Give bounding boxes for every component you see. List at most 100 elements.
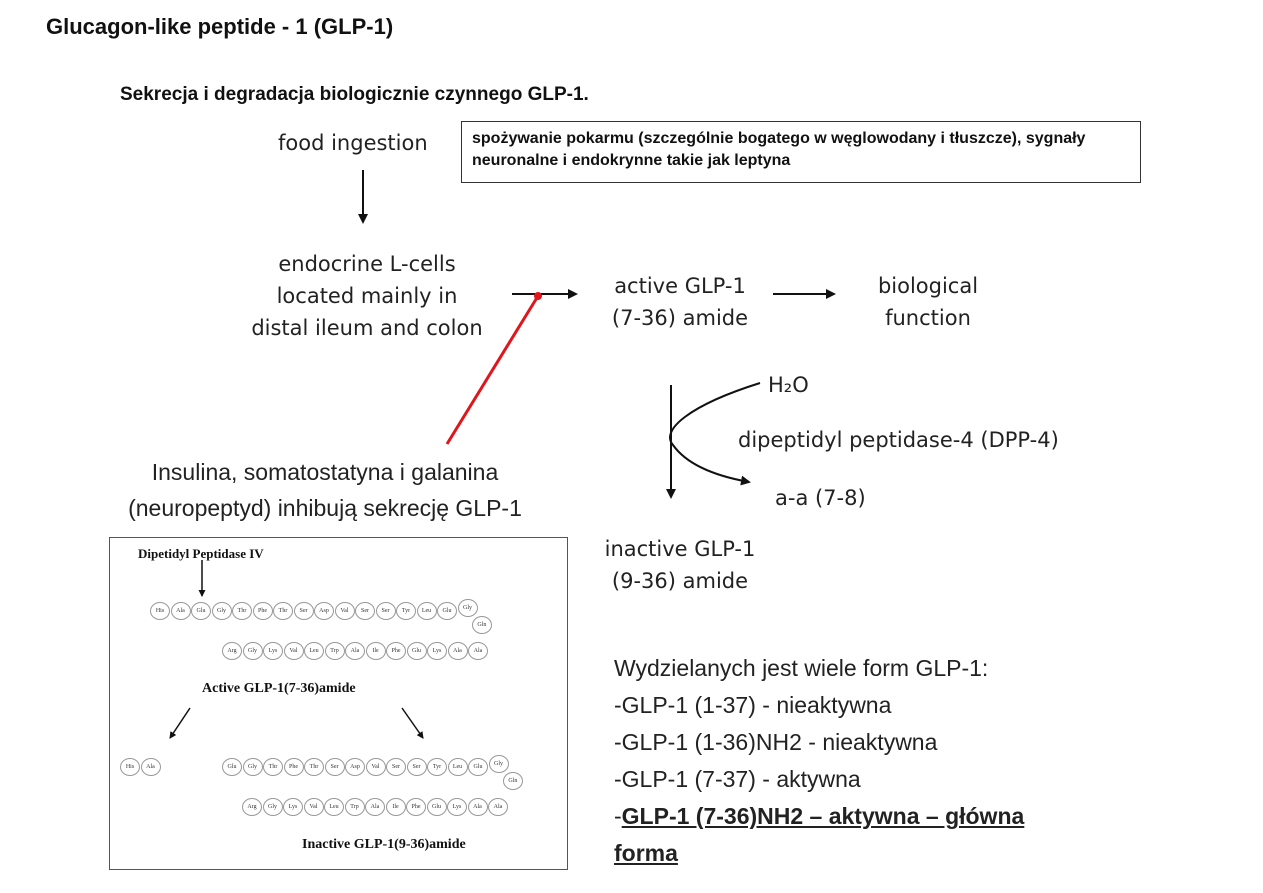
residue-row3-10: Tyr xyxy=(427,758,447,776)
residue-row2-10: Lys xyxy=(427,642,447,660)
inhibition-point xyxy=(534,292,542,300)
residue-row3-8: Ser xyxy=(386,758,406,776)
active-glp1-line-2: (7-36) amide xyxy=(611,306,749,330)
inhibition-text: Insulina, somatostatyna i galanina (neur… xyxy=(60,454,590,526)
residue-row4-0: Arg xyxy=(242,798,262,816)
l-cells-line-1: endocrine L-cells xyxy=(278,252,456,276)
residue-row3-14: Gln xyxy=(502,772,523,790)
glp1-forms-list: Wydzielanych jest wiele form GLP-1: -GLP… xyxy=(614,650,1024,872)
residue-row2-4: Leu xyxy=(304,642,324,660)
residue-row4-4: Leu xyxy=(324,798,344,816)
page-title: Glucagon-like peptide - 1 (GLP-1) xyxy=(46,14,394,39)
residue-row4-6: Ala xyxy=(365,798,385,816)
forms-item-2: -GLP-1 (1-36)NH2 - nieaktywna xyxy=(614,729,938,755)
residue-row3-0: Glu xyxy=(222,758,242,776)
residue-row3-11: Leu xyxy=(447,758,468,776)
residue-row1-11: Ser xyxy=(375,602,396,620)
residue-row1-8: Asp xyxy=(314,602,334,620)
residue-row4-9: Glu xyxy=(426,798,447,816)
food-ingestion-label: food ingestion xyxy=(278,131,428,155)
forms-main-item: -GLP-1 (7-36)NH2 – aktywna – główna xyxy=(614,798,1024,835)
residue-row1-7: Ser xyxy=(293,602,314,620)
residue-row4-8: Phe xyxy=(406,798,426,816)
residue-row2-1: Gly xyxy=(242,642,263,660)
residue-row1-2: Glu xyxy=(191,602,211,620)
inactive-glp1-label: inactive GLP-1 (9-36) amide xyxy=(590,533,770,597)
water-label: H₂O xyxy=(768,373,809,397)
residue-row2-7: Ile xyxy=(365,642,386,660)
residue-row3-13: Gly xyxy=(488,755,509,773)
residue-row1-14: Glu xyxy=(437,602,457,620)
residue-row4-7: Ile xyxy=(385,798,406,816)
residue-row2-12: Ala xyxy=(468,642,488,660)
residue-row1-4: Thr xyxy=(232,602,252,620)
biological-function-label: biological function xyxy=(838,270,1018,334)
l-cells-line-3: distal ileum and colon xyxy=(251,316,483,340)
residue-row1-9: Val xyxy=(334,602,355,620)
biological-line-1: biological xyxy=(877,274,979,298)
residue-row4-3: Val xyxy=(303,798,324,816)
residue-row3-7: Val xyxy=(365,758,386,776)
residue-row4-1: Gly xyxy=(262,798,283,816)
residue-cleaved-0: His xyxy=(120,758,140,776)
split-arrow-right xyxy=(401,707,424,739)
residue-row4-5: Trp xyxy=(344,798,365,816)
inactive-peptide-label: Inactive GLP-1(9-36)amide xyxy=(302,837,466,852)
aa-78-label: a-a (7-8) xyxy=(775,486,866,510)
residue-row2-9: Glu xyxy=(406,642,427,660)
residue-row1-3: Gly xyxy=(211,602,232,620)
residue-row2-11: Ala xyxy=(447,642,468,660)
inhibition-line-2: (neuropeptyd) inhibują sekrecję GLP-1 xyxy=(128,495,522,521)
forms-main-line-2: forma xyxy=(614,840,678,866)
inhibition-line-1: Insulina, somatostatyna i galanina xyxy=(151,459,499,485)
residue-row1-13: Leu xyxy=(416,602,437,620)
forms-item-1: -GLP-1 (1-37) - nieaktywna xyxy=(614,692,892,718)
active-glp1-line-1: active GLP-1 xyxy=(614,274,746,298)
residue-row2-0: Arg xyxy=(222,642,242,660)
inset-arrows xyxy=(169,560,424,739)
residue-row1-0: His xyxy=(150,602,170,620)
residue-cleaved-1: Ala xyxy=(140,758,161,776)
residue-row2-3: Val xyxy=(283,642,304,660)
residue-row1-12: Tyr xyxy=(396,602,416,620)
dpp-iv-label: Dipetidyl Peptidase IV xyxy=(138,546,264,561)
residue-row3-5: Ser xyxy=(324,758,345,776)
residue-row1-1: Ala xyxy=(170,602,191,620)
residue-row1-10: Ser xyxy=(355,602,375,620)
dpp4-label: dipeptidyl peptidase-4 (DPP-4) xyxy=(738,428,1059,452)
residue-row4-10: Lys xyxy=(447,798,467,816)
residue-row1-5: Phe xyxy=(252,602,273,620)
residue-row1-6: Thr xyxy=(273,602,293,620)
residue-row3-12: Glu xyxy=(468,758,488,776)
residue-row4-11: Ala xyxy=(467,798,488,816)
subtitle: Sekrecja i degradacja biologicznie czynn… xyxy=(120,84,589,105)
inactive-glp1-line-2: (9-36) amide xyxy=(611,569,749,593)
active-peptide-label: Active GLP-1(7-36)amide xyxy=(202,681,356,696)
residue-row1-16: Gln xyxy=(471,616,492,634)
residue-row2-8: Phe xyxy=(386,642,406,660)
residue-row2-5: Trp xyxy=(324,642,345,660)
residue-row2-2: Lys xyxy=(263,642,283,660)
inhibition-line xyxy=(445,295,540,445)
active-glp1-label: active GLP-1 (7-36) amide xyxy=(590,270,770,334)
l-cells-label: endocrine L-cells located mainly in dist… xyxy=(222,248,512,344)
split-arrow-left xyxy=(169,707,191,739)
residue-row3-4: Thr xyxy=(304,758,324,776)
forms-heading: Wydzielanych jest wiele form GLP-1: xyxy=(614,655,989,681)
residue-row3-2: Thr xyxy=(263,758,283,776)
l-cells-line-2: located mainly in xyxy=(276,284,458,308)
residue-row3-6: Asp xyxy=(345,758,365,776)
residue-row4-12: Ala xyxy=(488,798,508,816)
residue-row3-9: Ser xyxy=(406,758,427,776)
biological-line-2: function xyxy=(885,306,971,330)
peptide-inset-figure: Dipetidyl Peptidase IV Active GLP-1(7-36… xyxy=(109,537,568,870)
polish-description-box: spożywanie pokarmu (szczególnie bogatego… xyxy=(461,121,1141,183)
residue-row4-2: Lys xyxy=(283,798,303,816)
forms-item-3: -GLP-1 (7-37) - aktywna xyxy=(614,766,861,792)
inactive-glp1-line-1: inactive GLP-1 xyxy=(604,537,756,561)
residue-row2-6: Ala xyxy=(345,642,365,660)
residue-row1-15: Gly xyxy=(457,599,478,617)
forms-main-line-1: GLP-1 (7-36)NH2 – aktywna – główna xyxy=(621,803,1025,829)
dpp4-cleavage-curve xyxy=(669,382,761,486)
forms-main-prefix: - xyxy=(614,803,622,829)
